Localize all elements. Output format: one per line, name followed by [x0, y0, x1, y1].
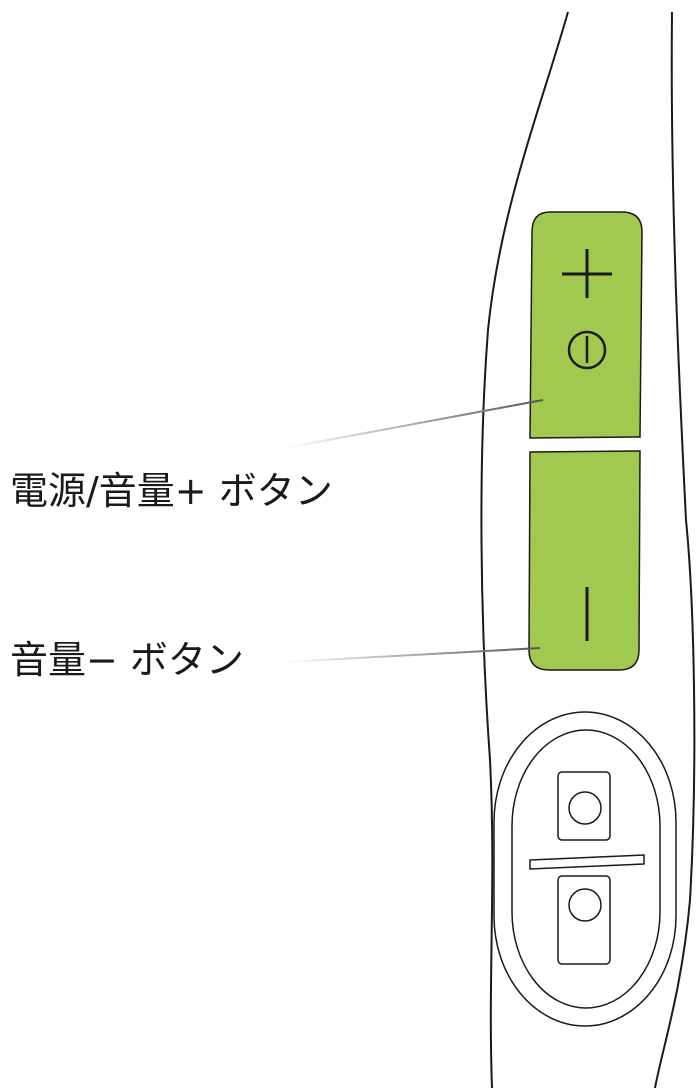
power-volume-up-button[interactable] — [529, 211, 643, 439]
charging-contact — [493, 711, 677, 1027]
band-outline-left — [480, 11, 569, 1088]
band-outline-right — [654, 11, 696, 1088]
contact-pin-upper — [568, 791, 602, 825]
power-volume-up-label: 電源/音量+ ボタン — [10, 469, 333, 513]
contact-pin-upper-frame — [557, 771, 611, 841]
volume-down-label: 音量− ボタン — [10, 638, 244, 682]
contact-outer-ring — [493, 711, 677, 1027]
contact-pin-lower — [568, 888, 602, 922]
volume-down-button[interactable] — [528, 450, 641, 671]
contact-inner-ring — [511, 729, 661, 1009]
leader-line-vol-down — [284, 647, 541, 663]
plus-icon — [562, 249, 612, 298]
leader-line-power — [284, 399, 544, 449]
contact-divider — [529, 854, 645, 870]
power-icon — [567, 330, 607, 370]
